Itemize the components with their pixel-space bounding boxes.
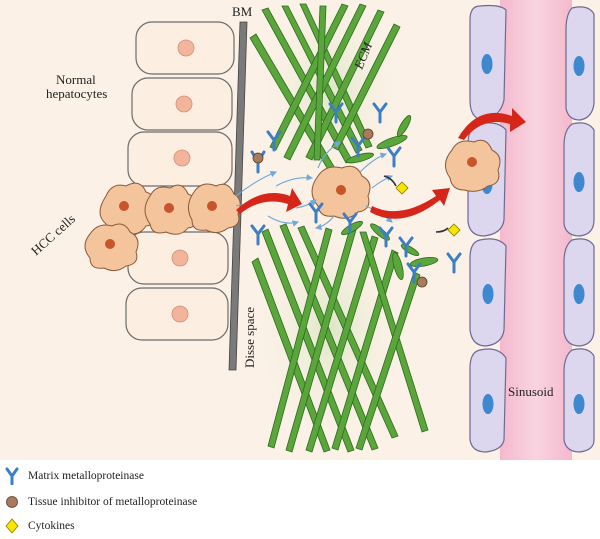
normal-hepatocytes: [125, 21, 235, 341]
ecm-fibers: [249, 3, 429, 453]
ecm-fragments: [341, 115, 439, 280]
hcc-nuclei: [105, 201, 217, 249]
label-normal-hepatocytes-2: hepatocytes: [46, 86, 107, 101]
label-bm: BM: [232, 4, 253, 19]
legend-item-cytokines: Cytokines: [4, 516, 75, 536]
hcc-cells: [84, 182, 241, 272]
label-sinusoid: Sinusoid: [508, 384, 554, 399]
mmp-y-icon: [5, 467, 19, 485]
migrating-hcc-cell: [311, 165, 371, 219]
legend-item-mmp: Matrix metalloproteinase: [4, 466, 144, 486]
timp-circle-icon: [6, 496, 18, 508]
intravasating-hcc-cell: [445, 139, 501, 192]
legend-label-cytokines: Cytokines: [28, 520, 75, 532]
cytokine-molecules: [395, 181, 461, 237]
label-normal-hepatocytes-1: Normal: [56, 72, 96, 87]
ecm-glow-bottom: [255, 220, 405, 440]
sinusoid-lumen: [500, 0, 572, 460]
legend: Matrix metalloproteinase Tissue inhibito…: [0, 466, 600, 539]
hepatocyte-nuclei: [171, 39, 195, 323]
legend-label-mmp: Matrix metalloproteinase: [28, 470, 144, 482]
basement-membrane: [228, 21, 248, 371]
legend-item-timp: Tissue inhibitor of metalloproteinase: [4, 492, 197, 512]
endothelial-nuclei-right: [573, 56, 585, 414]
diagram-canvas: Normal hepatocytes HCC cells BM ECM Diss…: [0, 0, 600, 460]
cytokine-diamond-icon: [5, 518, 19, 534]
label-disse-space: Disse space: [242, 307, 257, 368]
legend-label-timp: Tissue inhibitor of metalloproteinase: [28, 496, 198, 508]
invasion-arrows: [236, 108, 526, 219]
timp-molecules: [252, 128, 428, 288]
cytokine-receptors: [383, 175, 449, 233]
mmp-molecules: [250, 102, 462, 284]
